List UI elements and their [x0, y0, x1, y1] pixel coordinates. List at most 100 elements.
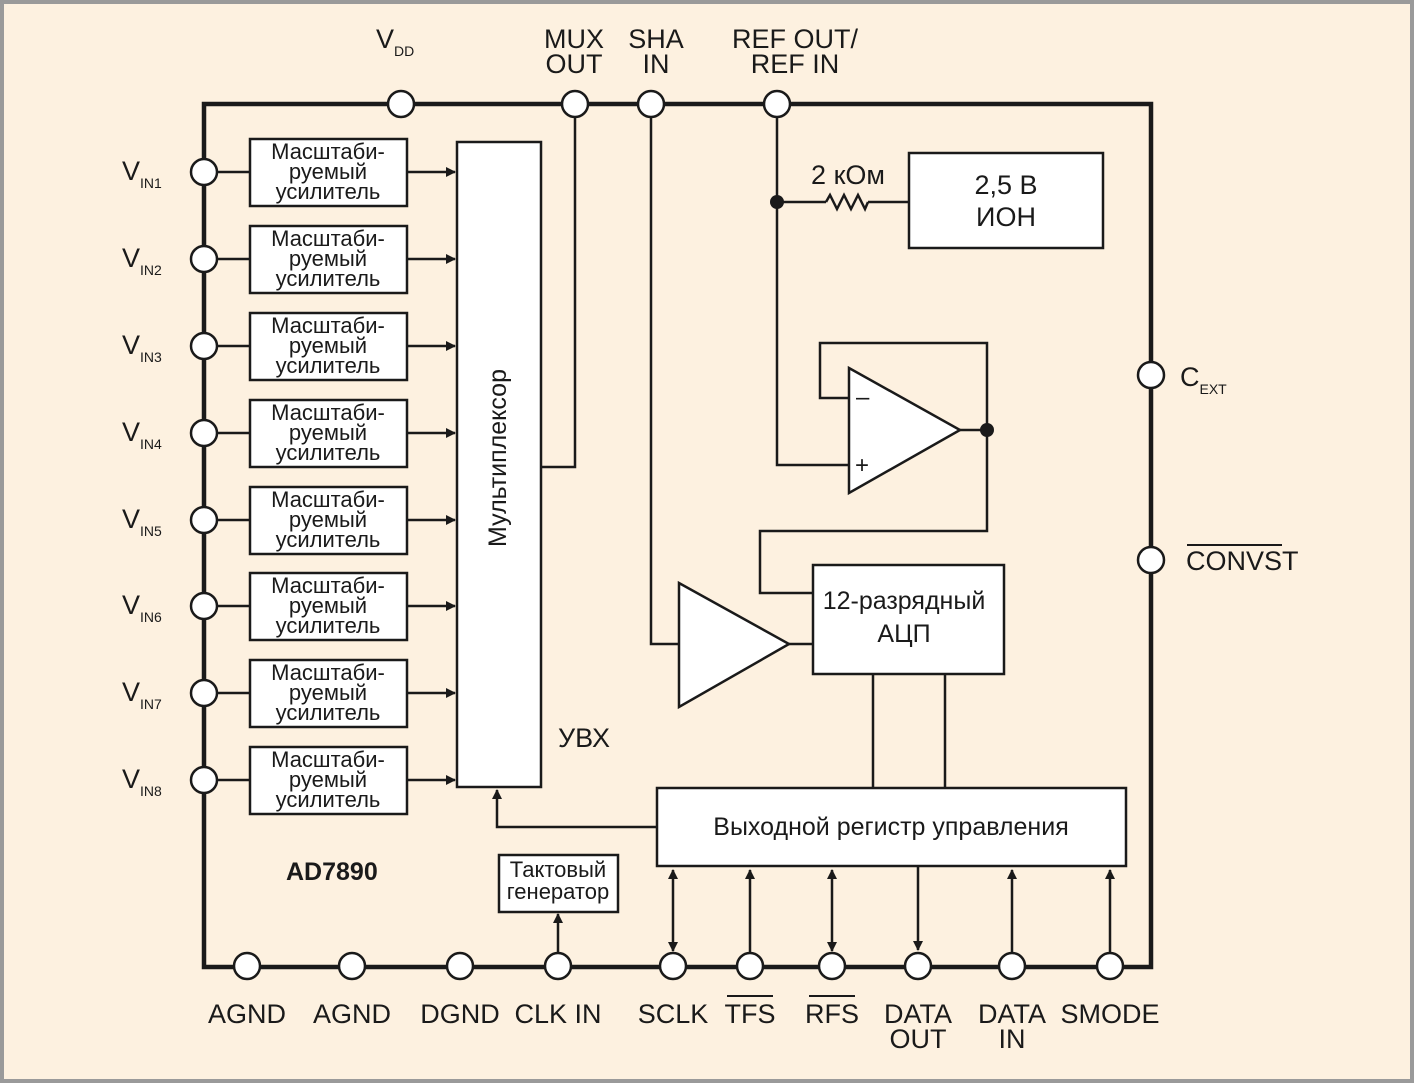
svg-text:OUT: OUT — [546, 49, 603, 79]
amplifier-label-line: Масштаби- — [271, 139, 385, 164]
bottom-pin-label: RFS — [805, 999, 859, 1029]
bottom-pin-label: AGND — [208, 999, 286, 1029]
junction-opamp-out — [980, 423, 994, 437]
pin-agnd: AGND — [313, 951, 391, 1029]
pin-vin-label: VIN7 — [122, 677, 162, 712]
pin-rfs: RFS — [805, 951, 859, 1029]
amplifier-label-line: Масштаби- — [271, 573, 385, 598]
opamp-triangle — [847, 365, 963, 496]
amplifier-label-line: руемый — [289, 159, 367, 184]
amplifier-label-line: Масштаби- — [271, 226, 385, 251]
bottom-pin-label: OUT — [890, 1024, 947, 1054]
amplifier-label-line: Масштаби- — [271, 400, 385, 425]
pin-vin-label: VIN8 — [122, 764, 162, 799]
scalable-amplifier — [248, 137, 409, 208]
pin-vdd: VDD — [376, 24, 414, 59]
scalable-amplifier — [248, 311, 409, 382]
opamp-feedback — [818, 341, 989, 430]
pin-mux-out-label: MUX OUT — [544, 24, 604, 79]
wire-sha-in — [649, 118, 679, 646]
opamp-minus: – — [856, 384, 870, 411]
clock-line-2: генератор — [507, 879, 609, 904]
pin-circle — [337, 951, 367, 981]
pin-vin-circle — [189, 678, 219, 708]
amplifier-label-line: усилитель — [276, 527, 381, 552]
pin-cext-circle — [1136, 360, 1166, 390]
pin-cext-label: CEXT — [1180, 362, 1227, 397]
amplifier-label-line: усилитель — [276, 179, 381, 204]
sha-label: УВХ — [558, 723, 610, 753]
scalable-amplifier — [248, 398, 409, 469]
pin-tfs: TFS — [725, 951, 776, 1029]
amplifier-label-line: усилитель — [276, 440, 381, 465]
amplifier-label-line: Масштаби- — [271, 487, 385, 512]
pin-circle — [1095, 951, 1125, 981]
resistor — [824, 192, 870, 212]
scalable-amplifier — [248, 571, 409, 642]
pin-vin-circle — [189, 157, 219, 187]
pin-vin-circle — [189, 331, 219, 361]
sha-amp-triangle — [677, 580, 792, 710]
pin-circle — [903, 951, 933, 981]
pin-circle — [997, 951, 1027, 981]
amplifier-label-line: усилитель — [276, 613, 381, 638]
register-label: Выходной регистр управления — [713, 813, 1068, 841]
output-control-register — [655, 786, 1128, 868]
clock-line-1: Тактовый — [510, 857, 606, 882]
pin-convst-label: CONVST — [1186, 546, 1299, 576]
junction-ref — [770, 195, 784, 209]
scalable-amplifier — [248, 485, 409, 556]
amplifier-label-line: руемый — [289, 680, 367, 705]
svg-text:CEXT: CEXT — [1180, 362, 1227, 397]
pin-vin-label: VIN3 — [122, 330, 162, 365]
pin-vin-label: VIN4 — [122, 417, 162, 452]
pin-vdd-circle — [386, 89, 416, 119]
bottom-pin-label: CLK IN — [514, 999, 601, 1029]
adc-line-2: АЦП — [877, 620, 930, 648]
pin-sha-in-label: SHA IN — [628, 24, 684, 79]
svg-text:REF OUT/: REF OUT/ — [732, 24, 858, 54]
bottom-pin-label: IN — [999, 1024, 1026, 1054]
pin-ref-label: REF OUT/ REF IN — [732, 24, 858, 79]
pin-agnd: AGND — [208, 951, 286, 1029]
pin-dgnd: DGND — [420, 951, 500, 1029]
pin-vin-circle — [189, 418, 219, 448]
pin-circle — [735, 951, 765, 981]
pin-sha-in-circle — [636, 89, 666, 119]
wire-mux-out — [541, 118, 577, 469]
pin-ref-circle — [762, 89, 792, 119]
amplifier-label-line: руемый — [289, 333, 367, 358]
pin-sclk: SCLK — [638, 951, 708, 1029]
adc-block — [811, 563, 1006, 676]
amplifier-label-line: руемый — [289, 593, 367, 618]
bottom-pin-label: DGND — [420, 999, 500, 1029]
amplifier-label-line: руемый — [289, 767, 367, 792]
bottom-pin-label: DATA — [978, 999, 1046, 1029]
bottom-pin-label: AGND — [313, 999, 391, 1029]
wire-ref — [775, 118, 849, 467]
multiplexer-block — [455, 140, 543, 789]
amplifier-label-line: усилитель — [276, 353, 381, 378]
pin-vin-circle — [189, 505, 219, 535]
bottom-pin-label: SMODE — [1060, 999, 1159, 1029]
pin-vin-label: VIN6 — [122, 590, 162, 625]
svg-text:IN: IN — [643, 49, 670, 79]
clock-generator — [497, 853, 620, 914]
amplifier-label-line: усилитель — [276, 700, 381, 725]
pin-mux-out-circle — [560, 89, 590, 119]
pin-circle — [658, 951, 688, 981]
reference-block — [907, 151, 1105, 250]
reference-line-2: ИОН — [976, 202, 1036, 232]
scalable-amplifier — [248, 224, 409, 295]
svg-text:SHA: SHA — [628, 24, 684, 54]
adc-line-1: 12-разрядный — [823, 587, 986, 615]
